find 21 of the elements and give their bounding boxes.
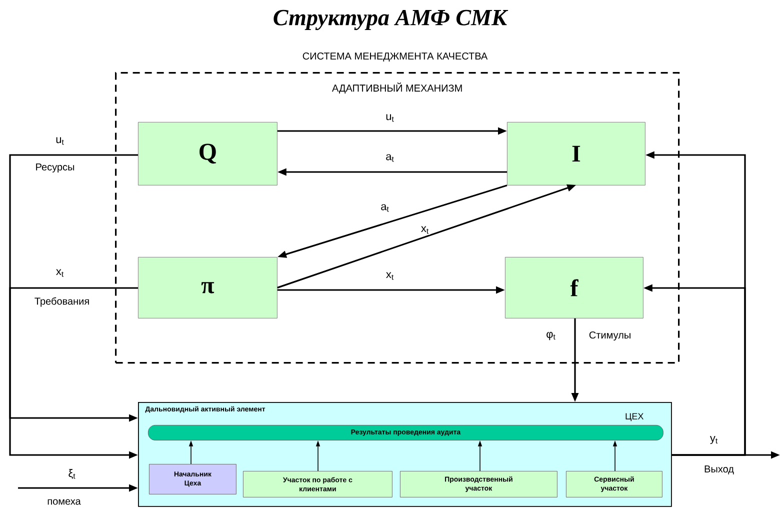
process-box: π xyxy=(138,257,278,318)
edge-label: y$_{t}$ xyxy=(708,434,720,446)
edge-label: x$_{t}$ xyxy=(384,271,396,281)
label: Требования xyxy=(34,297,89,307)
process-box: f xyxy=(505,257,644,318)
label: Ресурсы xyxy=(36,164,74,172)
edge-label: a$_{t}$ xyxy=(384,153,396,163)
edge-label: φ$_{t}$ xyxy=(545,330,557,342)
label: помеха xyxy=(48,499,81,505)
label: Стимулы xyxy=(589,331,630,341)
label: СИСТЕМА МЕНЕДЖМЕНТА КАЧЕСТВА xyxy=(302,52,488,62)
process-box: I xyxy=(507,122,646,186)
title: Структура АМФ СМК xyxy=(274,10,508,30)
edge-label: ξ$_{t}$ xyxy=(67,468,77,480)
edge-label: u$_{t}$ xyxy=(54,136,66,146)
label: Выход xyxy=(704,466,734,474)
process-box: Q xyxy=(138,122,278,186)
edge-label: a$_{t}$ xyxy=(380,203,390,213)
edge-label: x$_{t}$ xyxy=(420,225,430,235)
edge-label: x$_{t}$ xyxy=(54,268,66,278)
edge-label: u$_{t}$ xyxy=(384,113,396,123)
